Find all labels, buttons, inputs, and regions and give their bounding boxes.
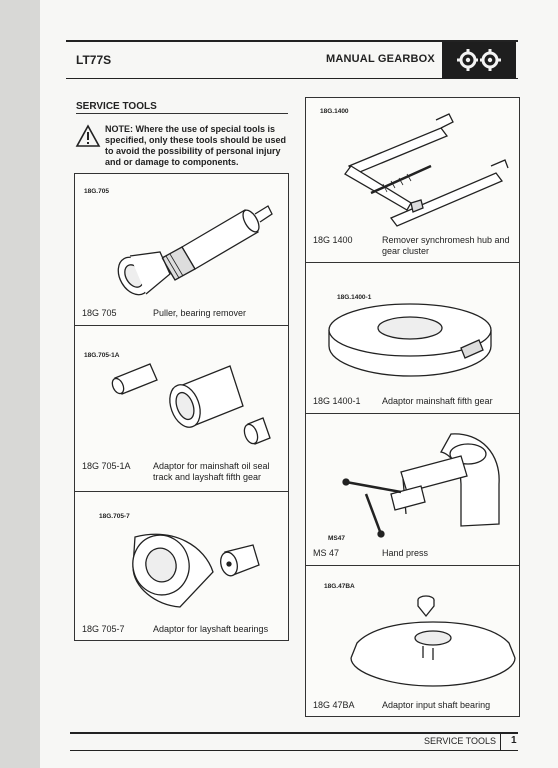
tool-description: Adaptor for layshaft bearings bbox=[153, 624, 269, 634]
tool-description: Hand press bbox=[382, 548, 429, 558]
footer-rule bbox=[70, 732, 518, 734]
tool-code: 18G 705-1A bbox=[82, 461, 131, 471]
tool-code: 18G 705 bbox=[82, 308, 117, 318]
tool-card-18g-705: 18G.705 18G 705 Puller, bearing remover bbox=[74, 173, 289, 327]
adaptor-illustration bbox=[111, 363, 271, 445]
tool-image-code: 18G.1400 bbox=[320, 108, 349, 115]
synchromesh-remover-illustration bbox=[344, 113, 509, 227]
header-rule bbox=[66, 40, 518, 42]
tool-description: Puller, bearing remover bbox=[153, 308, 247, 318]
tool-description: Adaptor input shaft bearing bbox=[382, 700, 491, 710]
gears-icon bbox=[442, 42, 516, 78]
warning-triangle-icon bbox=[75, 124, 101, 147]
tool-image-code: 18G.705 bbox=[84, 188, 109, 195]
tool-card-18g-705-1a: 18G.705-1A 18G 705-1A Adaptor for mainsh… bbox=[74, 325, 289, 493]
manual-title: MANUAL GEARBOX bbox=[326, 53, 435, 65]
safety-note: NOTE: Where the use of special tools is … bbox=[75, 124, 290, 168]
section-title: SERVICE TOOLS bbox=[76, 101, 157, 112]
layshaft-adaptor-illustration bbox=[132, 533, 260, 608]
note-text: NOTE: Where the use of special tools is … bbox=[105, 124, 287, 167]
tool-card-18g-1400-1: 18G.1400-1 18G 1400-1 Adaptor mainshaft … bbox=[305, 262, 520, 415]
hand-press-illustration bbox=[342, 433, 500, 538]
footer-divider bbox=[500, 732, 501, 750]
header-rule-lower bbox=[66, 78, 518, 79]
tool-image-code: MS47 bbox=[328, 535, 345, 542]
tool-card-18g-705-7: 18G.705-7 18G 705-7 Adaptor for layshaft… bbox=[74, 491, 289, 641]
input-shaft-adaptor-illustration bbox=[350, 595, 516, 687]
tool-code: 18G 705-7 bbox=[82, 624, 125, 634]
footer-section-title: SERVICE TOOLS bbox=[424, 736, 497, 746]
tool-card-18g-47ba: 18G.47BA 18G 47BA Adaptor input shaft be… bbox=[305, 565, 520, 717]
tool-image-code: 18G.705-1A bbox=[84, 352, 120, 359]
page-number: 1 bbox=[511, 735, 517, 746]
tool-description: Adaptor mainshaft fifth gear bbox=[382, 396, 493, 406]
footer-rule-lower bbox=[70, 750, 518, 751]
binding-shadow bbox=[0, 0, 40, 768]
tool-card-18g-1400: 18G.1400 18G 1400 Remover synchromesh hu… bbox=[305, 97, 520, 264]
doc-code: LT77S bbox=[76, 53, 112, 67]
tool-code: 18G 47BA bbox=[313, 700, 355, 710]
tool-image-code: 18G.47BA bbox=[324, 583, 355, 590]
section-rule bbox=[76, 113, 288, 114]
tool-image-code: 18G.1400-1 bbox=[337, 294, 372, 301]
tool-card-ms-47: MS47 MS 47 Hand press bbox=[305, 413, 520, 567]
tool-image-code: 18G.705-7 bbox=[99, 513, 130, 520]
puller-illustration bbox=[117, 205, 273, 296]
tool-description: Adaptor for mainshaft oil seal track and… bbox=[153, 461, 270, 482]
tool-code: 18G 1400 bbox=[313, 235, 353, 245]
fifth-gear-adaptor-illustration bbox=[328, 303, 492, 377]
tool-description: Remover synchromesh hub and gear cluster bbox=[382, 235, 510, 256]
tool-code: 18G 1400-1 bbox=[313, 396, 361, 406]
tool-code: MS 47 bbox=[313, 548, 340, 558]
